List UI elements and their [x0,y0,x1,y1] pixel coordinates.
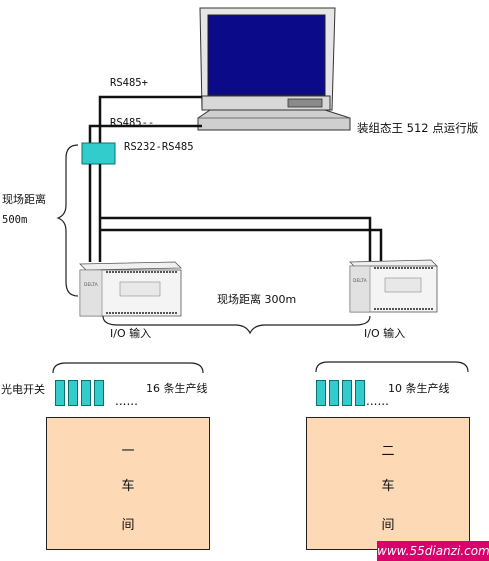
converter-box [81,142,116,165]
photo-switch-icon [355,380,365,406]
photo-switch-icon [342,380,352,406]
distance-brace-vertical [56,144,79,297]
rs485-wires [88,95,202,143]
field-distance-vertical-label: 现场距离 [2,193,46,206]
workshop-2-char-2: 车 [381,479,395,494]
workshop-1-char-3: 间 [121,518,135,533]
photo-switch-icon [329,380,339,406]
photo-switch-label: 光电开关 [1,383,45,396]
svg-text:DELTA: DELTA [84,282,99,288]
watermark: www.55dianzi.com [377,541,489,561]
monitor-icon [197,7,351,131]
more-lines-right: ...... [366,394,389,408]
photo-switch-icon [68,380,78,406]
more-lines-left: ...... [115,394,138,408]
photo-switch-icon [94,380,104,406]
lines-16-label: 16 条生产线 [146,382,208,395]
workshop-2-char-3: 间 [381,518,395,533]
rs485-minus-label: RS485-- [110,117,155,129]
workshop-1-char-2: 车 [121,479,135,494]
workshop-2: 二 车 间 [306,417,470,550]
svg-text:DELTA: DELTA [353,278,368,284]
field-bus-wires [88,164,383,262]
workshop-2-char-1: 二 [381,444,395,459]
software-label: 装组态王 512 点运行版 [357,121,479,135]
workshop-1-char-1: 一 [121,444,135,459]
io-input-right-label: I/O 输入 [364,327,406,340]
distance-brace-horizontal [102,315,371,335]
plc-left: DELTA [79,261,182,317]
plc-right: DELTA [349,259,438,313]
rs485-plus-label: RS485+ [110,77,148,89]
io-brace-right [315,361,469,373]
workshop-1: 一 车 间 [46,417,210,550]
io-input-left-label: I/O 输入 [110,327,152,340]
distance-500-label: 500m [2,214,28,226]
photo-switch-icon [81,380,91,406]
photo-switch-icon [55,380,65,406]
io-brace-left [52,362,204,374]
photo-switch-icon [316,380,326,406]
field-distance-300-label: 现场距离 300m [217,293,297,306]
lines-10-label: 10 条生产线 [388,382,450,395]
converter-label: RS232-RS485 [124,141,194,153]
